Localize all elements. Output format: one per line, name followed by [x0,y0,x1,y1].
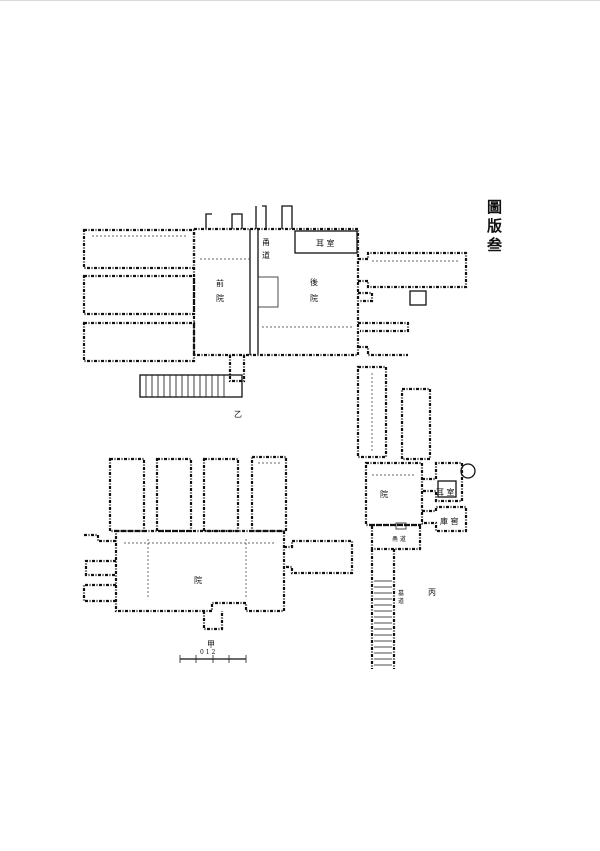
yi-entry [228,355,246,383]
yi-room-houyuan-b: 院 [310,293,318,303]
plan-yi: 前 院 甬 道 後 院 耳 室 [82,205,468,419]
yi-label-b: 道 [262,250,270,260]
yi-right-chamber [358,251,468,289]
bing-east-room-2 [422,505,468,533]
jia-west-stub-3 [82,583,116,603]
bing-central-hall [364,461,424,527]
yi-label-a: 甬 [262,238,270,247]
jia-north-chamber-4 [250,455,288,533]
bing-room-label: 院 [380,489,388,499]
yi-small-niche [409,290,427,306]
bing-label-qianshi: 甬 道 [392,535,406,543]
svg-text:0 1 2: 0 1 2 [200,649,215,656]
yi-platform [257,276,279,308]
jia-west-stub-2 [84,559,116,577]
yi-left-chamber-2 [82,274,196,316]
jia-scale-bar: 0 1 2 [179,649,247,663]
bing-east-inner-1 [437,480,457,498]
jia-room-label: 院 [194,575,202,585]
yi-right-stub-1 [358,291,374,303]
bing-door [395,522,407,530]
plan-bing: 院 庫 窖 耳 室 甬 道 [356,365,476,669]
bing-north-chamber-2 [400,387,432,461]
jia-main-hall [114,529,286,613]
plate-title: 圖版叁 [485,199,503,256]
plan-jia: 院 甲 0 1 2 [82,455,354,663]
bing-north-chamber-1 [356,365,388,459]
jia-east-chamber [284,539,354,575]
yi-room-ershi: 耳 室 [316,238,335,248]
bing-label-mudao-a: 墓 [398,589,404,597]
bing-round-niche [460,463,476,479]
yi-room-qianyuan-a: 前 [216,278,224,288]
jia-south-entry [202,611,224,631]
yi-room-qianyuan-b: 院 [216,293,224,303]
yi-left-chamber-3 [82,321,196,363]
bing-east-room-1 [422,461,464,503]
bing-label-ku: 庫 窖 [440,516,459,526]
yi-right-stub-2 [358,321,410,333]
bing-caption: 丙 [428,588,436,597]
yi-staircase [139,374,243,398]
yi-side-room [294,230,358,254]
jia-north-chamber-2 [155,457,193,533]
jia-north-chamber-3 [202,457,240,533]
jia-caption: 甲 [207,640,215,649]
yi-top-vents [205,205,293,229]
yi-room-houyuan-a: 後 [310,277,318,287]
yi-right-stub-3 [358,345,408,357]
bing-label-mudao-b: 道 [398,597,404,605]
bing-ramp [370,549,396,669]
bing-label-ershi: 耳 室 [436,487,455,497]
yi-caption: 乙 [234,410,242,419]
jia-north-chamber-1 [108,457,146,533]
jia-west-stub-1 [84,533,116,543]
